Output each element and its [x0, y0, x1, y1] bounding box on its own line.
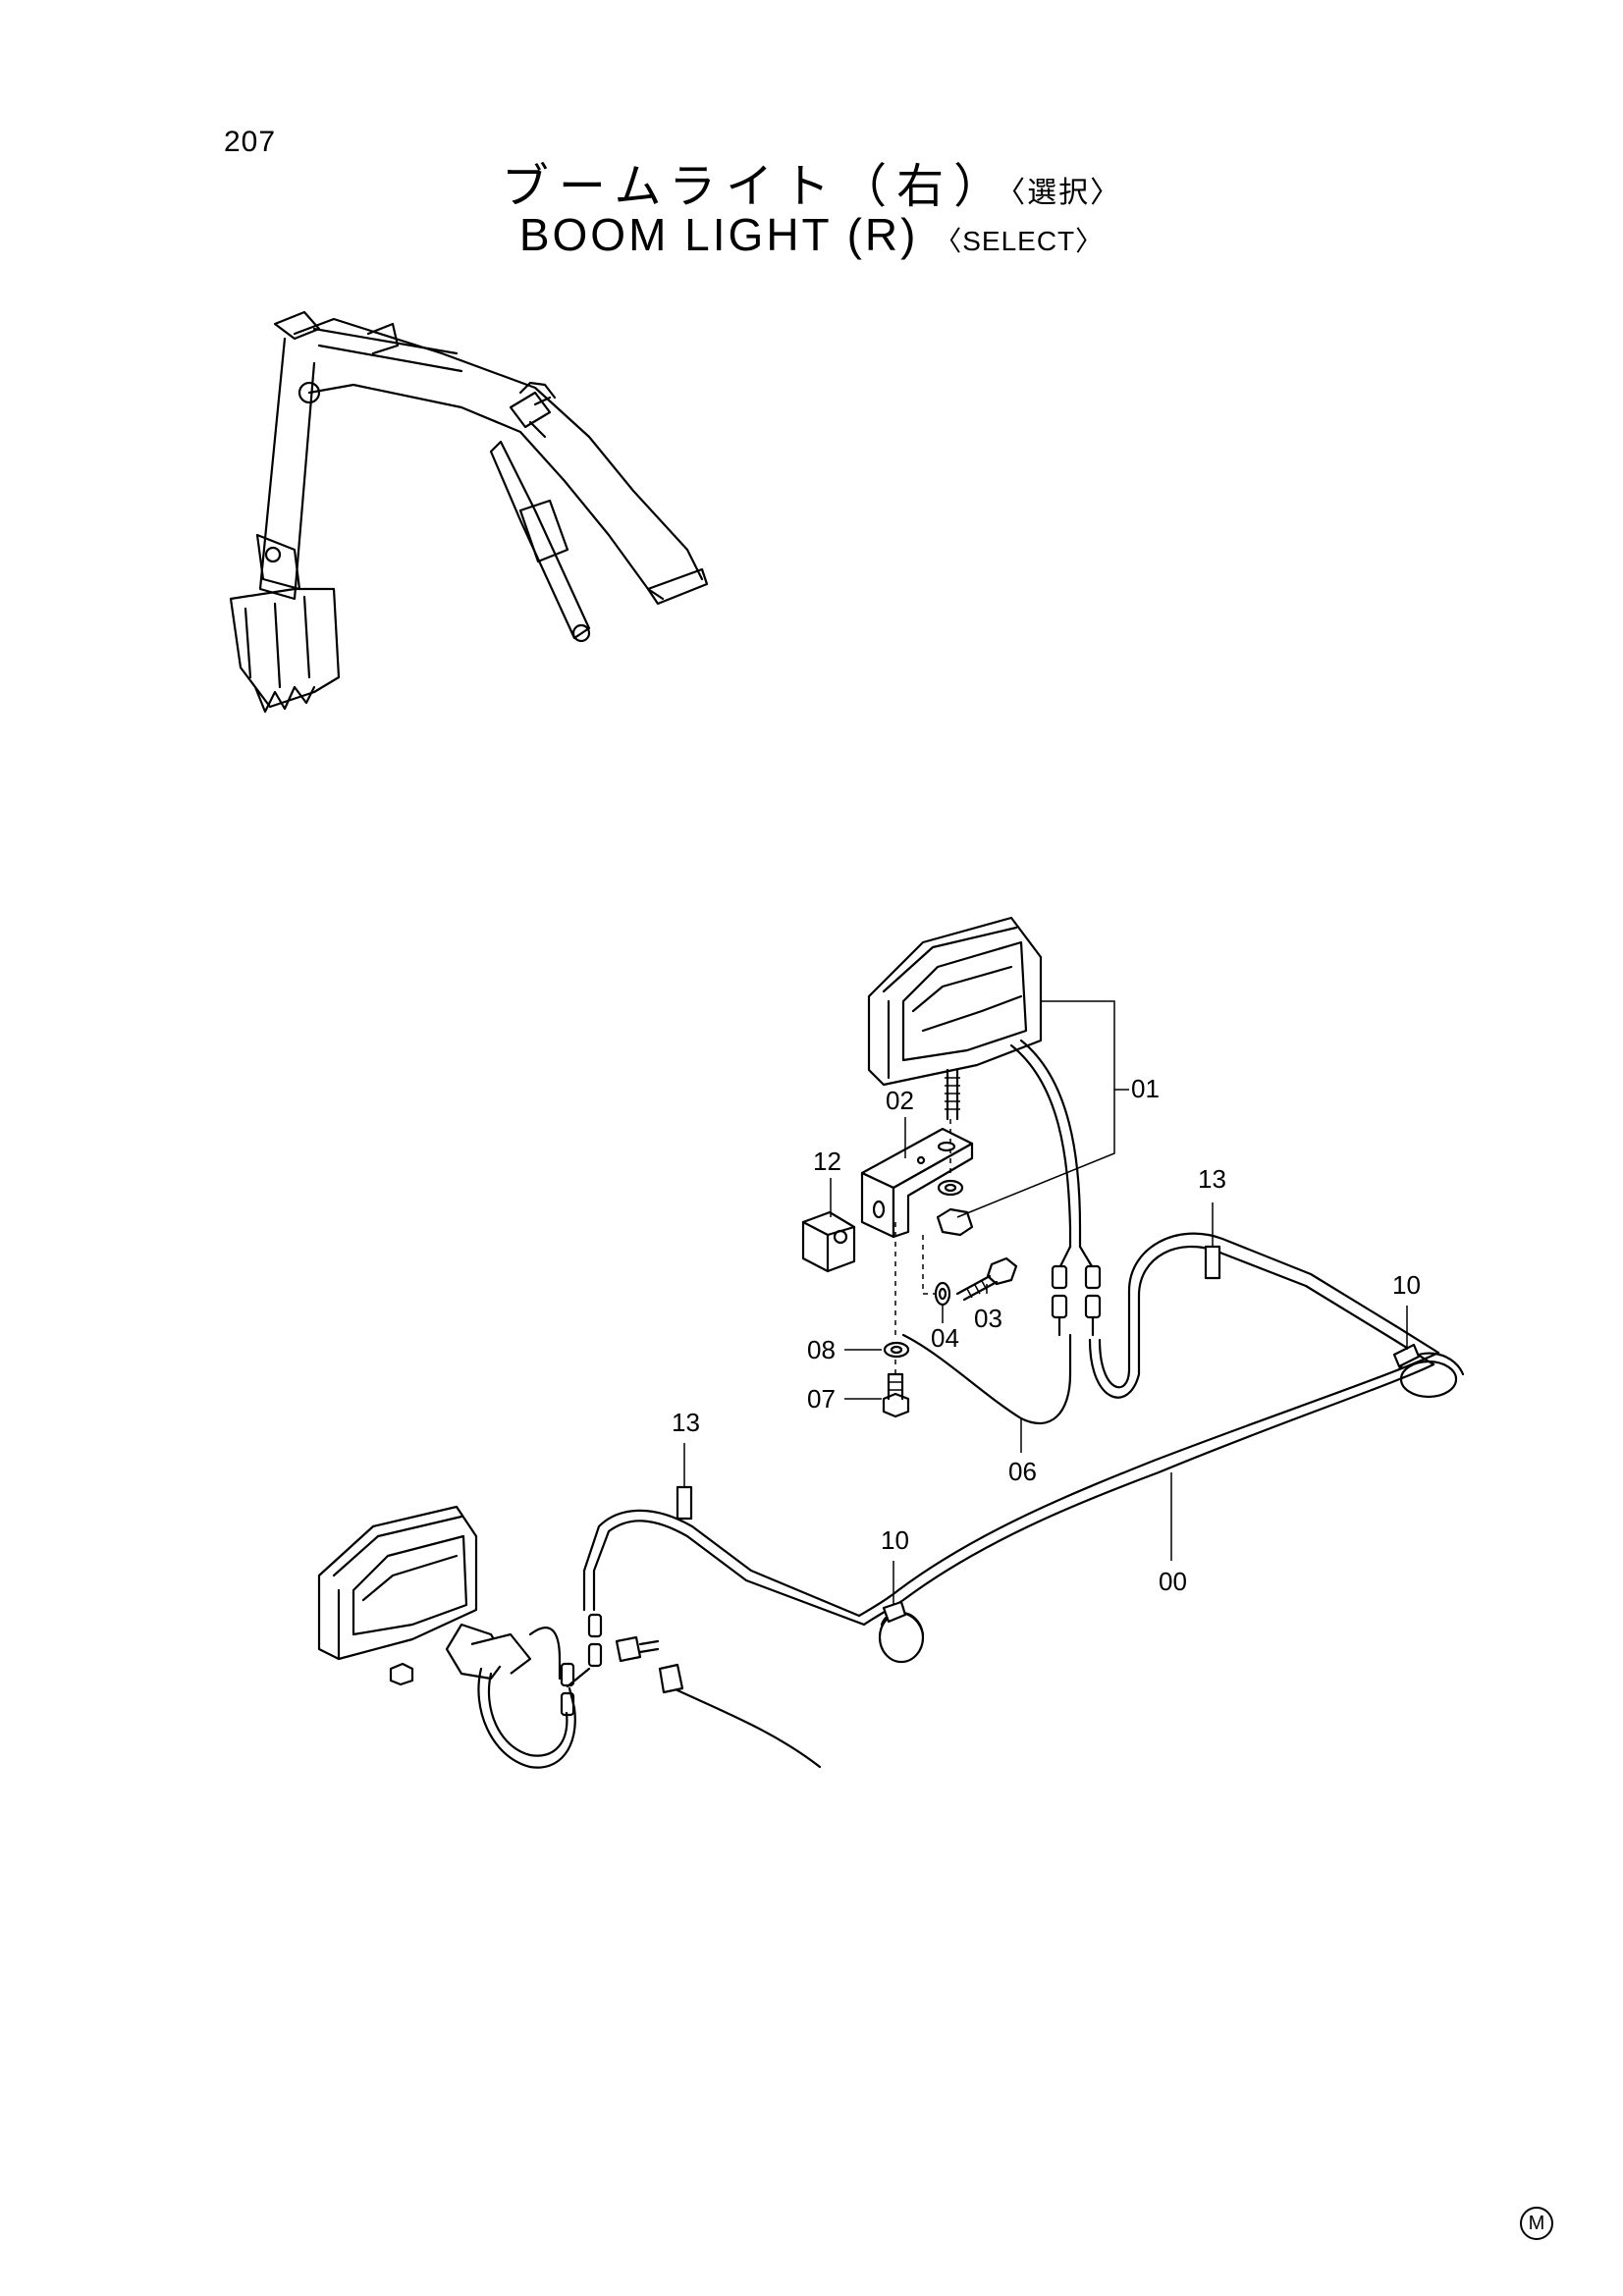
nut-12	[801, 1210, 856, 1273]
callout-03: 03	[974, 1304, 1002, 1333]
callout-02: 02	[886, 1086, 914, 1115]
title-japanese-qualifier: 〈選択〉	[1010, 176, 1122, 210]
lower-light-cable	[477, 1627, 576, 1769]
washer-nut-01	[936, 1179, 974, 1237]
callout-10-left: 10	[881, 1525, 909, 1555]
harness-00	[582, 1232, 1440, 1627]
lock-washer-04	[934, 1281, 951, 1307]
page-title-english: BOOM LIGHT (R) 〈SELECT〉	[0, 208, 1623, 261]
page-title-japanese: ブームライト（右）〈選択〉	[0, 147, 1623, 216]
bracket-02	[860, 1127, 974, 1239]
callout-07: 07	[807, 1384, 836, 1414]
excavator-overview-sketch	[229, 310, 709, 714]
work-light-lower	[317, 1505, 532, 1686]
washer-08	[883, 1341, 910, 1359]
upper-harness-connectors	[1051, 1245, 1102, 1337]
callout-13-left: 13	[672, 1408, 700, 1437]
upper-light-cable	[1019, 1039, 1082, 1249]
work-light-upper	[867, 916, 1043, 1121]
clamp-10-left	[878, 1600, 925, 1664]
callout-00: 00	[1159, 1567, 1187, 1596]
harness-06	[901, 1333, 1072, 1424]
lower-connectors	[560, 1613, 684, 1717]
leader-lines	[683, 1000, 1408, 1605]
callout-01: 01	[1131, 1074, 1160, 1103]
callout-12: 12	[813, 1147, 841, 1176]
maker-mark: M	[1520, 2207, 1553, 2240]
bolt-03	[955, 1256, 1018, 1302]
tape-13-left	[676, 1485, 693, 1521]
callout-06: 06	[1008, 1457, 1037, 1486]
callout-10-right: 10	[1392, 1270, 1421, 1300]
tape-13-right	[1204, 1245, 1221, 1280]
title-japanese-main: ブームライト（右）	[501, 159, 1011, 214]
cable-extension	[676, 1688, 822, 1769]
page-number: 207	[224, 126, 277, 158]
callout-08: 08	[807, 1335, 836, 1364]
clamp-10-right	[1392, 1343, 1465, 1399]
callout-04: 04	[931, 1323, 959, 1353]
title-english-qualifier: 〈SELECT〉	[934, 226, 1105, 256]
title-english-main: BOOM LIGHT (R)	[518, 209, 919, 260]
bolt-07	[882, 1372, 910, 1418]
callout-13-right: 13	[1198, 1164, 1226, 1194]
